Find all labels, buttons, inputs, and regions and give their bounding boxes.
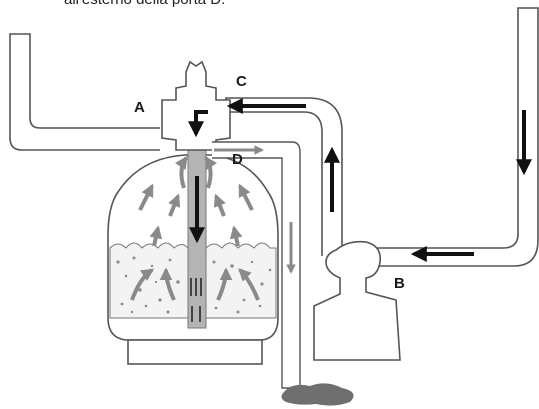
pipe-pump-inlet [375, 7, 539, 267]
backwash-flow-arrows [130, 155, 260, 301]
caption-text: all'esterno della porta D. [64, 0, 225, 8]
laterals-arrows [190, 278, 202, 322]
label-c: C [236, 73, 247, 90]
flow-arrow-into-riser [188, 110, 208, 138]
pipe-port-a [9, 33, 160, 151]
sand-speckles [116, 256, 272, 314]
drain-puddle [281, 383, 354, 406]
label-b: B [394, 275, 405, 292]
label-d: D [232, 151, 243, 168]
multiport-valve [161, 60, 231, 151]
pump [313, 240, 401, 361]
label-a: A [134, 99, 145, 116]
tank-base [127, 339, 263, 365]
